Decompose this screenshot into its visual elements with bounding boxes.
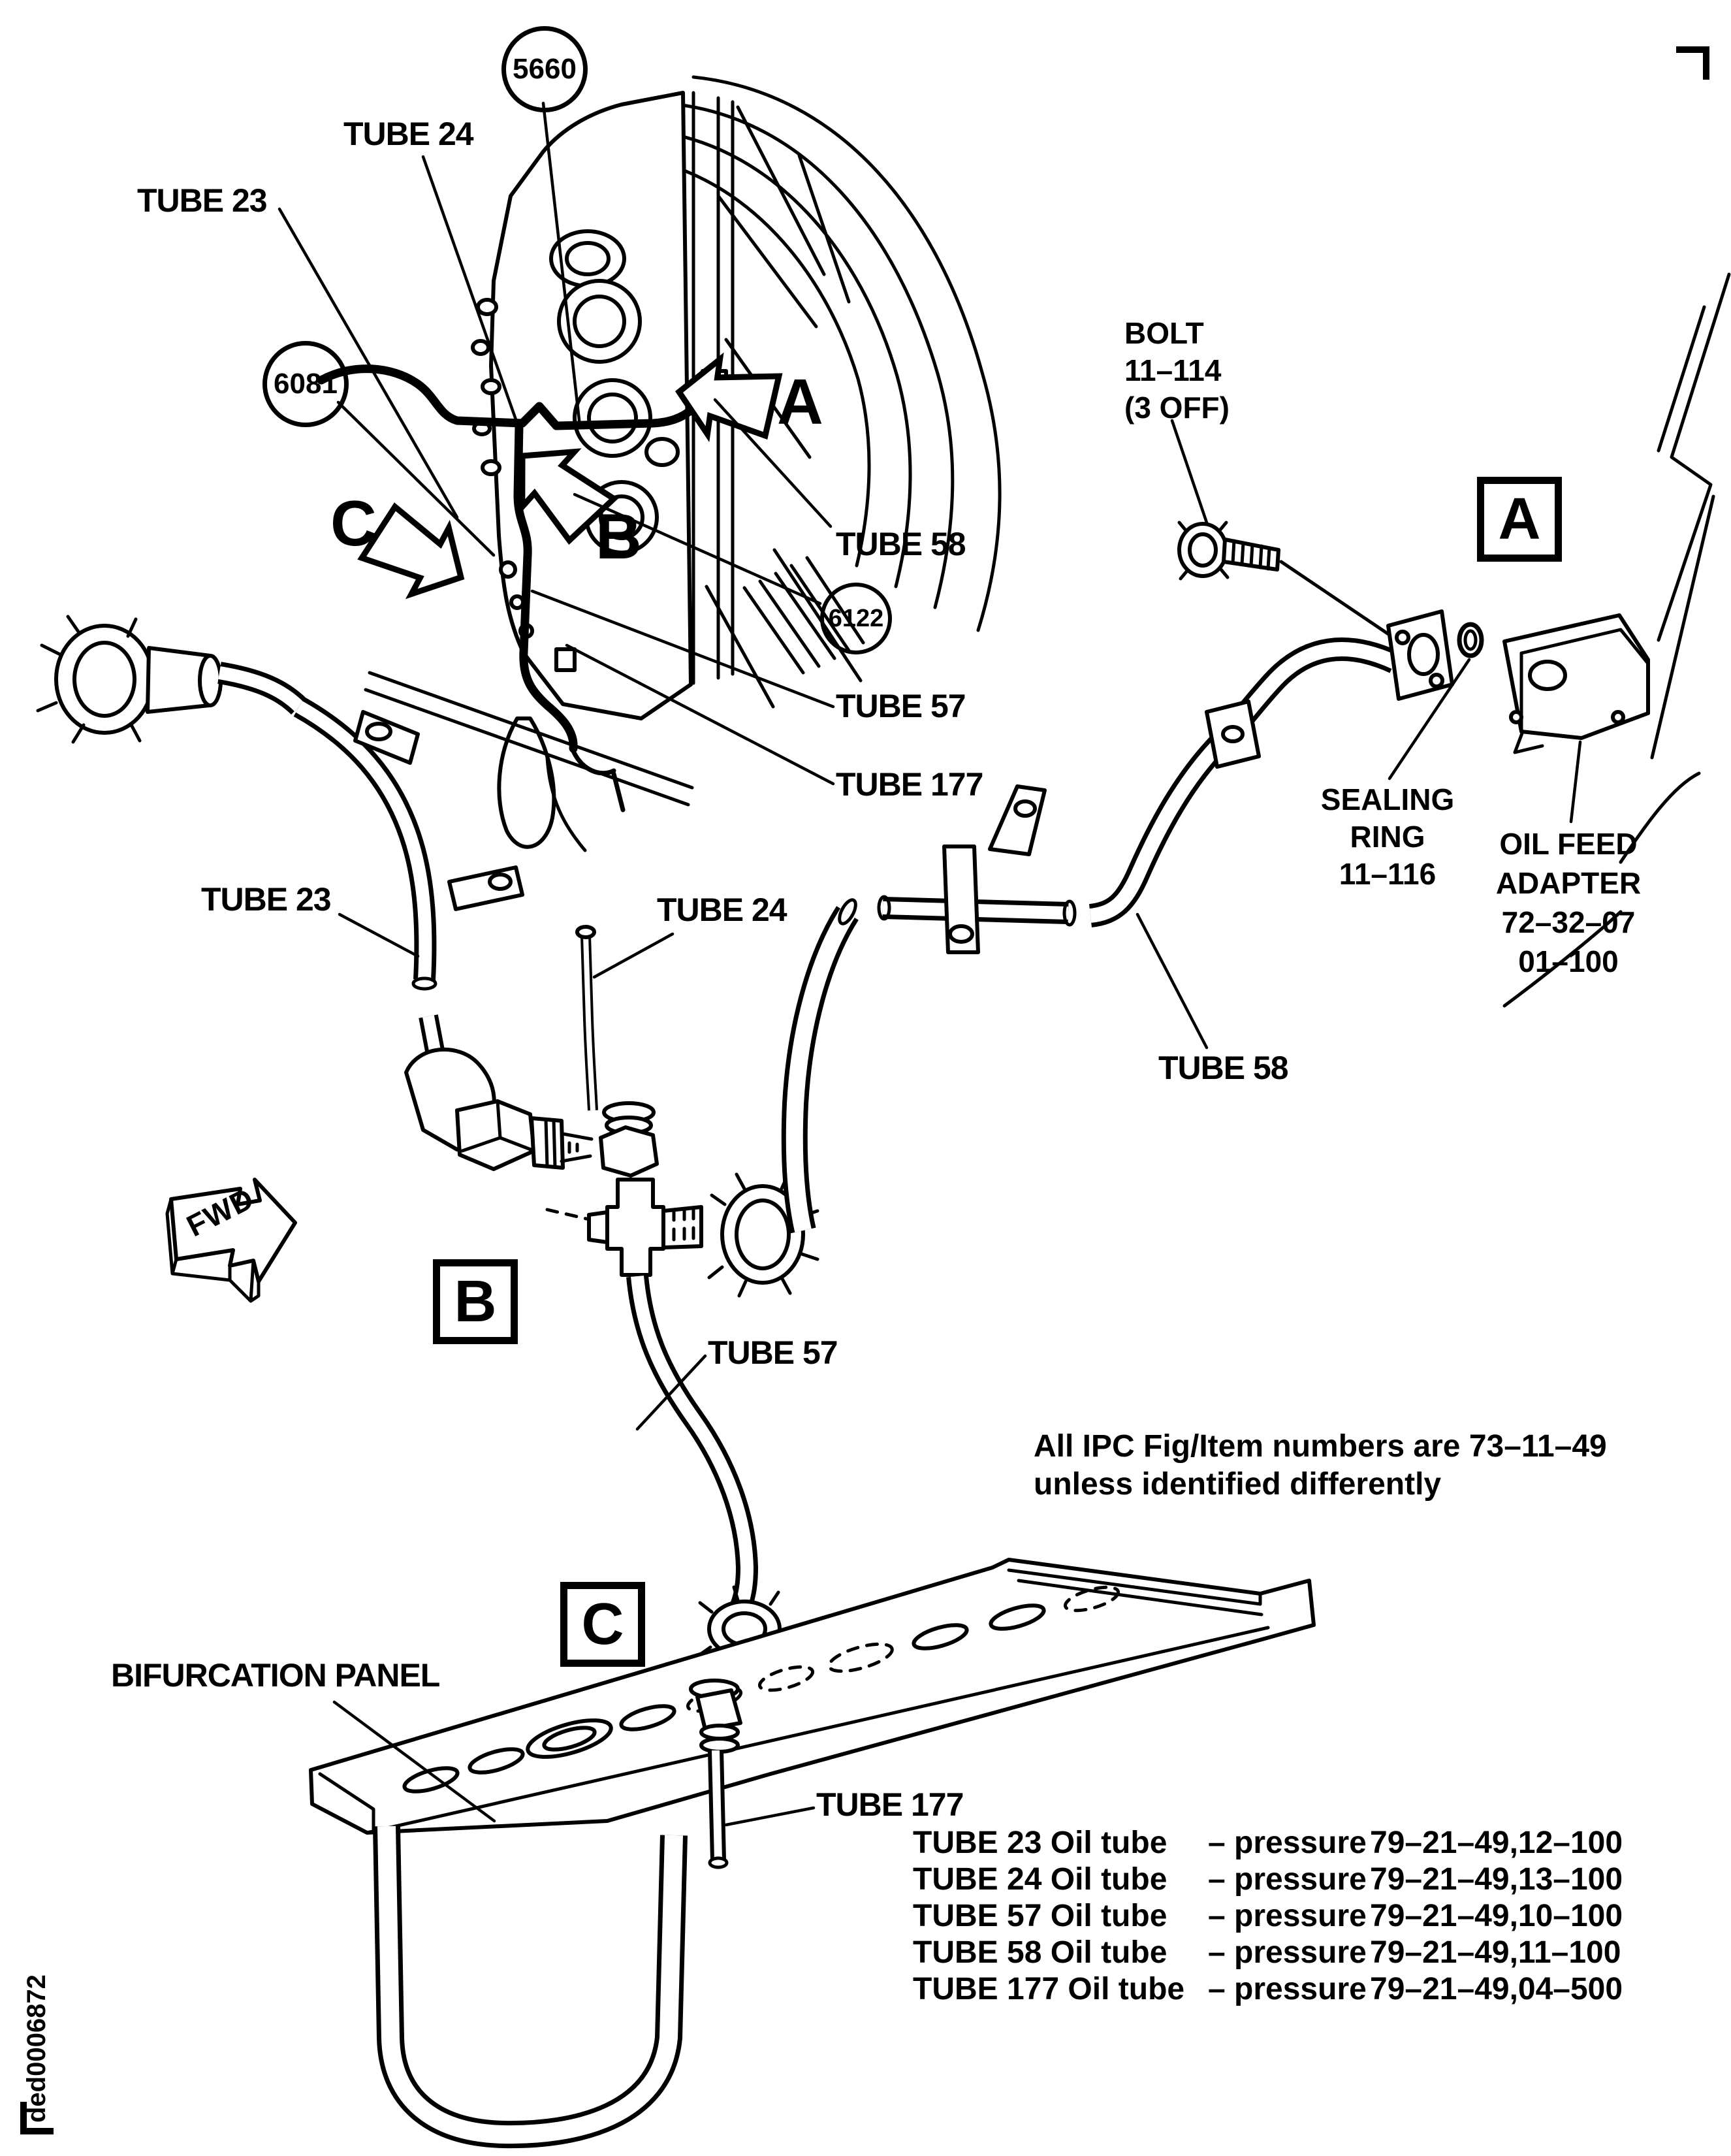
leader-lines	[278, 101, 1582, 1827]
row-item: TUBE 23 Oil tube	[913, 1826, 1167, 1860]
bolt-drawing	[1177, 521, 1391, 637]
row-item: TUBE 177 Oil tube	[913, 1972, 1185, 2006]
label-tube58-mid: TUBE 58	[1158, 1050, 1289, 1086]
label-bolt: BOLT 11–114 (3 OFF)	[1124, 315, 1230, 426]
corner-marks	[20, 46, 1709, 2134]
table-row: TUBE 23 Oil tube – pressure 79–21–49,12–…	[913, 1825, 1623, 1861]
callout-6081-text: 6081	[274, 368, 338, 400]
row-ref: 79–21–49,11–100	[1370, 1935, 1621, 1970]
detail-box-a: A	[1477, 477, 1562, 562]
view-arrow-a	[675, 352, 783, 442]
tube-reference-table: TUBE 23 Oil tube – pressure 79–21–49,12–…	[913, 1825, 1623, 2008]
label-tube23-top: TUBE 23	[137, 182, 268, 219]
label-tube23-mid: TUBE 23	[201, 881, 332, 918]
bolt-line1: BOLT	[1124, 316, 1204, 350]
label-oil-feed-adapter: OIL FEED ADAPTER 72–32–07 01–100	[1481, 824, 1656, 981]
table-row: TUBE 24 Oil tube – pressure 79–21–49,13–…	[913, 1861, 1623, 1898]
tube-23-assembly	[36, 615, 594, 1221]
row-ref: 79–21–49,12–100	[1370, 1826, 1623, 1860]
label-tube58-upper: TUBE 58	[836, 526, 966, 562]
sealing-line3: 11–116	[1339, 857, 1437, 891]
ipc-note: All IPC Fig/Item numbers are 73–11–49 un…	[1034, 1428, 1607, 1504]
oilfeed-line1: OIL FEED	[1499, 827, 1638, 861]
label-tube177-lower: TUBE 177	[816, 1786, 964, 1823]
bolt-line3: (3 OFF)	[1124, 391, 1230, 425]
tube-58-elbow	[781, 898, 859, 1234]
table-row: TUBE 177 Oil tube – pressure 79–21–49,04…	[913, 1971, 1623, 2008]
callout-6122: 6122	[820, 583, 892, 654]
row-sep: – pressure	[1208, 1899, 1367, 1933]
bolt-line2: 11–114	[1124, 353, 1222, 387]
view-arrow-c-letter: C	[330, 487, 377, 559]
view-arrow-a-letter: A	[777, 366, 823, 438]
bifurcation-panel-drawing	[309, 1558, 1316, 2149]
oil-feed-adapter-drawing	[1502, 613, 1650, 754]
label-bifurcation-panel: BIFURCATION PANEL	[111, 1657, 440, 1694]
sealing-ring-drawing	[1457, 622, 1484, 658]
detail-box-c: C	[560, 1582, 645, 1667]
label-tube57-mid: TUBE 57	[708, 1334, 838, 1371]
row-ref: 79–21–49,13–100	[1370, 1862, 1623, 1897]
ipc-note-line1: All IPC Fig/Item numbers are 73–11–49	[1034, 1429, 1607, 1464]
callout-5660: 5660	[501, 26, 588, 112]
row-sep: – pressure	[1208, 1935, 1367, 1970]
label-sealing-ring: SEALING RING 11–116	[1296, 781, 1479, 893]
doc-code-vertical: ded0006872	[22, 1974, 51, 2123]
callout-5660-text: 5660	[513, 53, 577, 85]
sealing-line2: RING	[1350, 820, 1425, 854]
view-arrow-b-letter: B	[596, 500, 642, 572]
detail-box-a-letter: A	[1498, 486, 1541, 552]
engine-front-view	[364, 75, 1002, 852]
view-arrow-b	[519, 448, 619, 545]
callout-6122-text: 6122	[828, 604, 884, 632]
row-item: TUBE 58 Oil tube	[913, 1935, 1167, 1970]
detail-box-b: B	[433, 1259, 518, 1344]
detail-box-c-letter: C	[581, 1591, 624, 1657]
tube-24-assembly	[575, 925, 659, 1200]
oilfeed-line2: ADAPTER	[1495, 866, 1642, 900]
fwd-arrow	[165, 1178, 297, 1303]
callout-6081: 6081	[262, 341, 349, 427]
row-sep: – pressure	[1208, 1972, 1367, 2006]
aircraft-structure-lines	[1502, 272, 1731, 1008]
row-item: TUBE 57 Oil tube	[913, 1899, 1167, 1933]
view-arrow-c	[357, 502, 465, 600]
row-sep: – pressure	[1208, 1826, 1367, 1860]
ipc-note-line2: unless identified differently	[1034, 1467, 1442, 1502]
label-tube24-mid: TUBE 24	[657, 892, 787, 928]
table-row: TUBE 58 Oil tube – pressure 79–21–49,11–…	[913, 1935, 1623, 1971]
row-ref: 79–21–49,10–100	[1370, 1899, 1623, 1933]
tube-58-right-run	[877, 609, 1454, 954]
row-ref: 79–21–49,04–500	[1370, 1972, 1623, 2006]
row-sep: – pressure	[1208, 1862, 1367, 1897]
oilfeed-line4: 01–100	[1518, 944, 1619, 978]
label-tube57-upper: TUBE 57	[836, 688, 966, 724]
sealing-line1: SEALING	[1320, 782, 1455, 816]
table-row: TUBE 57 Oil tube – pressure 79–21–49,10–…	[913, 1898, 1623, 1935]
detail-box-b-letter: B	[454, 1268, 497, 1334]
row-item: TUBE 24 Oil tube	[913, 1862, 1167, 1897]
tee-fitting	[587, 1172, 819, 1298]
oilfeed-line3: 72–32–07	[1501, 905, 1636, 939]
label-tube177-upper: TUBE 177	[836, 766, 983, 803]
label-tube24-top: TUBE 24	[343, 116, 474, 152]
